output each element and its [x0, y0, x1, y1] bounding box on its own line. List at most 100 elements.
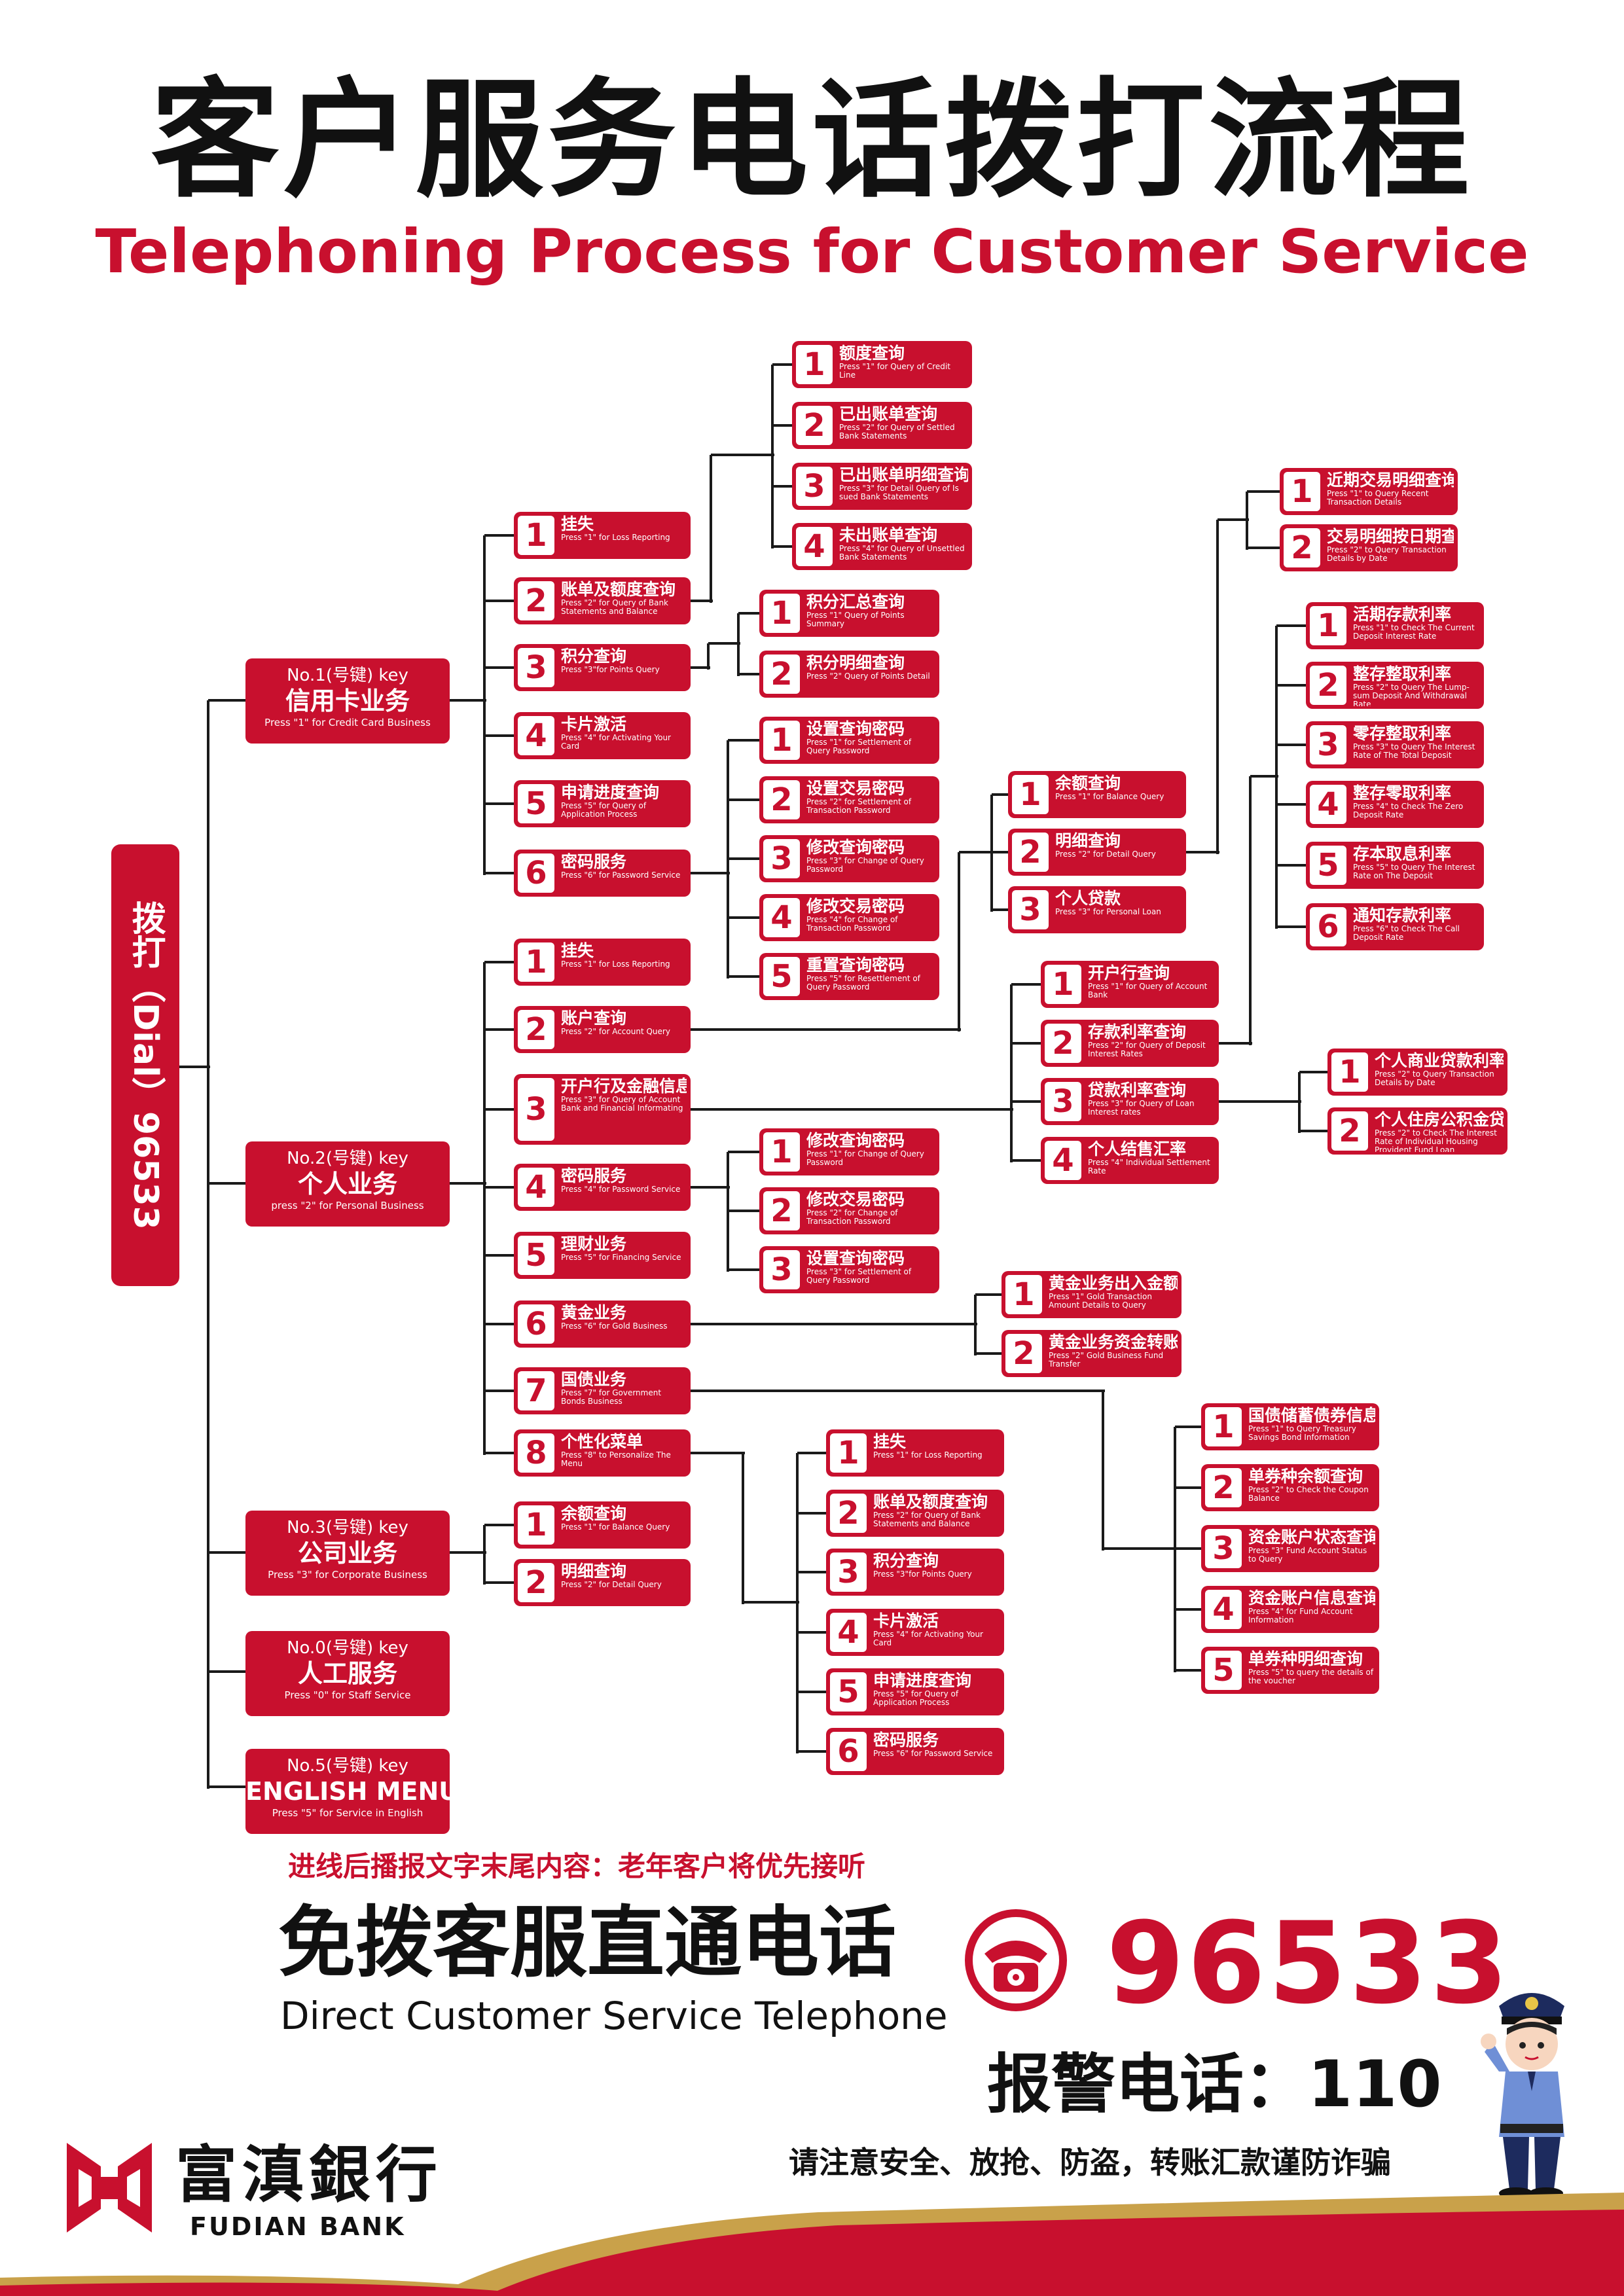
option-description: Press "1" Gold Transaction Amount Detail…: [1049, 1293, 1152, 1310]
connector-line: [797, 1571, 828, 1573]
option-label: 挂失: [561, 942, 594, 960]
connector-line: [992, 793, 1010, 796]
option-number: 2: [763, 1191, 800, 1230]
option-description: Press "6" for Password Service: [561, 871, 681, 880]
connector-line: [1276, 864, 1308, 867]
option-label: 个性化菜单: [561, 1433, 643, 1451]
detail-option-2: 2交易明细按日期查询Press "2" to Query Transaction…: [1280, 524, 1458, 571]
connector-line: [484, 872, 516, 874]
option-number: 6: [830, 1732, 867, 1771]
connector-line: [450, 1182, 486, 1185]
connector-line: [484, 1390, 516, 1392]
safety-warning: 请注意安全、放抢、防盗，转账汇款谨防诈骗: [789, 2145, 1391, 2180]
option-description: Press "1" for Balance Query: [561, 1523, 670, 1532]
option-number: 1: [1284, 472, 1320, 511]
option-description: Press "1" for Query of Account Bank: [1088, 982, 1208, 999]
connector-line: [728, 739, 761, 742]
option-label: 账单及额度查询: [873, 1493, 988, 1511]
option-number: 3: [518, 648, 554, 687]
option-description: Press "1" for Loss Reporting: [561, 960, 670, 969]
menu-title: 个人业务: [297, 1170, 397, 1198]
connector-line: [1219, 1100, 1301, 1103]
option-description: Press "2" for Settlement of Transaction …: [806, 798, 912, 815]
option-description: Press "1" for Query of Credit Line: [839, 363, 950, 380]
connector-line: [797, 1691, 828, 1693]
option-number: 2: [1205, 1468, 1242, 1507]
connector-line: [484, 1108, 516, 1111]
option-label: 个人住房公积金贷款利率: [1375, 1111, 1504, 1129]
option-description: Press "6" for Password Service: [873, 1749, 993, 1758]
option-number: 4: [518, 1168, 554, 1207]
connector-line: [772, 545, 794, 548]
option-description: Press "2" to Check The Interest Rate of …: [1375, 1129, 1497, 1152]
connector-line: [708, 642, 740, 645]
option-description: Press "4" for Fund Account Information: [1248, 1607, 1353, 1624]
option-label: 黄金业务出入金额明细查询: [1049, 1274, 1178, 1293]
connector-line: [738, 612, 761, 615]
elderly-priority-note: 进线后播报文字末尾内容：老年客户将优先接听: [288, 1850, 866, 1882]
option-number: 6: [518, 1304, 554, 1344]
option-description: Press "4" for Query of Unsettled Bank St…: [839, 545, 965, 562]
connector-line: [1011, 1042, 1043, 1045]
option-description: Press "1" to Query Treasury Savings Bond…: [1248, 1425, 1356, 1442]
connector-line: [1175, 1608, 1203, 1611]
option-description: Press "3"for Points Query: [873, 1570, 972, 1579]
connector-line: [179, 1066, 210, 1068]
option-label: 卡片激活: [561, 715, 627, 734]
option-number: 8: [518, 1433, 554, 1473]
option-description: Press "2" to Query Transaction Details b…: [1327, 546, 1447, 563]
option-label: 单券种明细查询: [1248, 1650, 1363, 1668]
connector-line: [484, 600, 516, 602]
connector-line: [483, 962, 486, 1455]
connector-line: [484, 666, 516, 669]
option-number: 5: [830, 1672, 867, 1712]
option-label: 设置查询密码: [806, 720, 905, 738]
option-number: 5: [1205, 1651, 1242, 1690]
option-label: 密码服务: [561, 853, 627, 871]
option-description: Press "3"for Points Query: [561, 666, 660, 674]
option-text: 交易明细按日期查询Press "2" to Query Transaction …: [1327, 528, 1454, 569]
option-number: 4: [518, 716, 554, 755]
connector-line: [772, 424, 794, 427]
option-number: 2: [1331, 1111, 1368, 1151]
option-description: Press "5" for Financing Service: [561, 1253, 681, 1262]
connector-line: [691, 1186, 730, 1189]
option-description: Press "2" to Query Transaction Details b…: [1375, 1070, 1494, 1087]
option-label: 挂失: [873, 1433, 907, 1451]
option-label: 整存整取利率: [1353, 665, 1452, 683]
connector-line: [1175, 1486, 1203, 1489]
